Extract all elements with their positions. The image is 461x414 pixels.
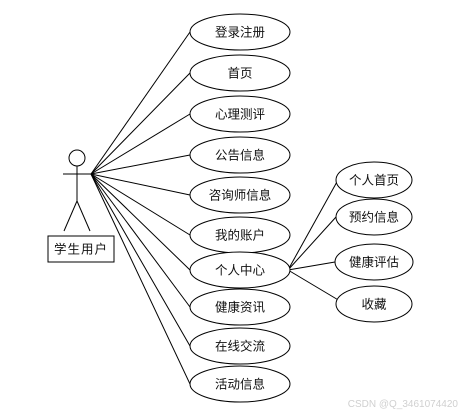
use-case-label: 咨询师信息 xyxy=(209,188,272,203)
connector-online-chat xyxy=(90,173,191,347)
use-case-login: 登录注册 xyxy=(189,13,291,51)
use-case-label: 登录注册 xyxy=(215,25,265,40)
actor-head xyxy=(68,149,86,167)
actor-label: 学生用户 xyxy=(54,242,108,257)
connector-health-eval xyxy=(287,261,336,271)
use-case-account: 我的账户 xyxy=(189,216,291,254)
connector-notice xyxy=(90,154,191,175)
sub-use-case-favorites: 收藏 xyxy=(335,285,413,323)
use-case-label: 个人首页 xyxy=(349,173,399,188)
connector-psych-test xyxy=(90,113,191,175)
use-case-label: 个人中心 xyxy=(215,263,266,278)
connectors xyxy=(90,31,346,385)
connector-login xyxy=(90,31,191,175)
use-case-notice: 公告信息 xyxy=(189,136,291,174)
connector-account xyxy=(90,173,191,236)
use-case-psych-test: 心理测评 xyxy=(189,95,291,133)
actor-label-box xyxy=(47,235,115,263)
connector-activity xyxy=(90,173,191,385)
use-case-label: 首页 xyxy=(227,66,252,81)
use-case-home: 首页 xyxy=(189,54,291,92)
connector-appointment xyxy=(287,216,337,271)
actor-right-leg xyxy=(76,200,91,232)
use-case-online-chat: 在线交流 xyxy=(189,327,291,365)
use-case-label: 健康评估 xyxy=(349,255,399,270)
use-case-counselor: 咨询师信息 xyxy=(189,176,291,214)
use-case-label: 活动信息 xyxy=(215,377,265,392)
sub-use-case-appointment: 预约信息 xyxy=(335,198,413,236)
connector-home xyxy=(90,72,191,175)
connector-personal-center xyxy=(90,173,191,271)
use-case-label: 我的账户 xyxy=(215,228,265,243)
connector-counselor xyxy=(90,173,191,196)
watermark-text: CSDN @Q_3461074420 xyxy=(348,399,459,410)
connector-health-news xyxy=(90,173,191,308)
use-case-personal-center: 个人中心 xyxy=(189,251,291,289)
use-case-label: 在线交流 xyxy=(215,339,266,354)
use-case-label: 心理测评 xyxy=(215,107,265,122)
use-case-activity: 活动信息 xyxy=(189,365,291,403)
use-case-label: 公告信息 xyxy=(215,148,265,163)
connector-personal-home xyxy=(287,179,339,271)
sub-use-case-health-eval: 健康评估 xyxy=(334,243,414,281)
connector-favorites xyxy=(287,269,346,305)
use-case-label: 预约信息 xyxy=(349,210,399,225)
use-case-label: 健康资讯 xyxy=(215,300,266,315)
use-case-label: 收藏 xyxy=(361,297,387,312)
actor-left-leg xyxy=(63,200,78,232)
use-case-health-news: 健康资讯 xyxy=(189,288,291,326)
actor-figure: 学生用户 xyxy=(47,149,115,263)
sub-use-case-personal-home: 个人首页 xyxy=(335,161,413,199)
